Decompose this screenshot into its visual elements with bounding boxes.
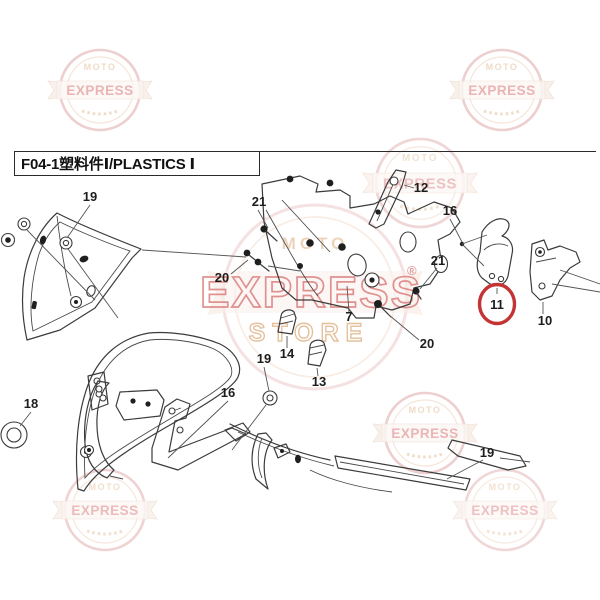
part-label-11: 11	[490, 297, 504, 312]
part-label-16: 16	[221, 385, 235, 400]
svg-text:EXPRESS: EXPRESS	[468, 83, 535, 98]
part12-drawing	[368, 169, 407, 229]
side-panel-drawing	[21, 212, 142, 341]
part11-drawing	[476, 218, 514, 287]
svg-text:MOTO: MOTO	[402, 153, 438, 164]
line-art-layer	[0, 169, 600, 493]
part-label-16: 16	[443, 203, 457, 218]
part-label-20: 20	[420, 336, 434, 351]
part-label-18: 18	[24, 396, 38, 411]
svg-text:EXPRESS: EXPRESS	[66, 83, 133, 98]
svg-text:MOTO: MOTO	[486, 62, 519, 72]
part-label-21: 21	[252, 194, 266, 209]
svg-text:STORE: STORE	[249, 319, 370, 347]
part10-drawing	[529, 239, 600, 301]
svg-text:EXPRESS: EXPRESS	[71, 503, 138, 518]
part-label-10: 10	[538, 313, 552, 328]
leader-lines	[19, 184, 544, 480]
svg-text:EXPRESS: EXPRESS	[471, 503, 538, 518]
svg-text:MOTO: MOTO	[489, 482, 522, 492]
part-label-19: 19	[257, 351, 271, 366]
part-label-20: 20	[215, 270, 229, 285]
svg-text:MOTO: MOTO	[89, 482, 122, 492]
svg-text:®: ®	[407, 263, 417, 278]
watermark-badge: MOTO EXPRESS	[47, 48, 153, 132]
svg-text:EXPRESS: EXPRESS	[391, 426, 458, 441]
part-label-layer: 19 21 12 16 21 11 10 7 20 20 14 13 19 16 18 19	[24, 180, 552, 460]
main-stay-drawing	[261, 175, 461, 319]
part-label-21: 21	[431, 253, 445, 268]
highlight-circle	[477, 282, 517, 326]
svg-text:MOTO: MOTO	[84, 62, 117, 72]
part-label-14: 14	[280, 346, 295, 361]
title-box: F04-1塑料件Ⅰ/PLASTICS Ⅰ	[14, 151, 260, 176]
part14-drawing	[277, 309, 297, 335]
windscreen-drawing	[75, 331, 241, 492]
svg-text:MOTO: MOTO	[409, 405, 442, 415]
watermark-badge: MOTO EXPRESS	[449, 48, 555, 132]
part-label-7: 7	[345, 309, 352, 324]
part-label-13: 13	[312, 374, 326, 389]
part13-drawing	[307, 339, 327, 367]
watermark-layer: MOTO EXPRESS MOTO EXPRESS MOTO EXPRESS MOTO EXP…	[47, 48, 558, 552]
title-rule	[14, 151, 596, 152]
part-label-12: 12	[414, 180, 428, 195]
left-bracket-drawing	[83, 380, 124, 480]
page-title: F04-1塑料件Ⅰ/PLASTICS Ⅰ	[21, 156, 195, 173]
fasteners-drawing	[0, 217, 465, 449]
part-label-19: 19	[480, 445, 494, 460]
svg-text:MOTO: MOTO	[282, 234, 349, 253]
watermark-badge: MOTO EXPRESS	[372, 391, 478, 475]
watermark-badge: MOTO EXPRESS	[52, 468, 158, 552]
lower-assembly-drawing	[229, 423, 531, 493]
watermark-badge: MOTO EXPRESS	[452, 468, 558, 552]
pillar-bracket-drawing	[151, 398, 251, 471]
part-label-19: 19	[83, 189, 97, 204]
